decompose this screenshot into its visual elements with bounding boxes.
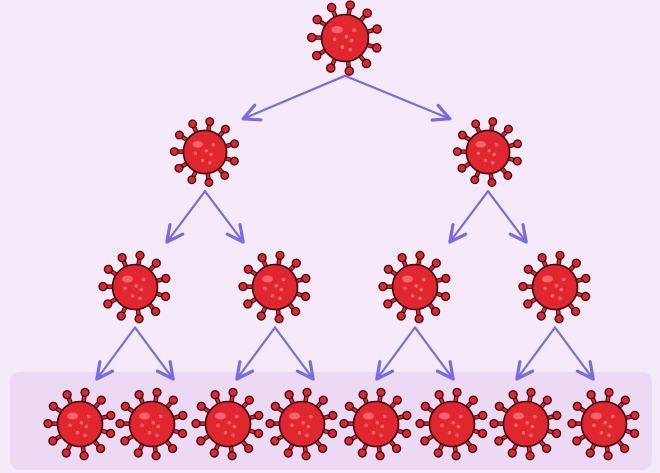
arrow-L3-4-left bbox=[515, 326, 557, 381]
virus-icon-level-2-1 bbox=[169, 117, 240, 187]
virus-icon-level-4-3 bbox=[191, 387, 264, 461]
bottom-band bbox=[10, 372, 652, 470]
arrow-L3-1-left bbox=[95, 326, 137, 381]
virus-icon-level-4-4 bbox=[265, 387, 338, 461]
arrow-L1-1-left bbox=[241, 74, 347, 122]
arrow-L3-3-left bbox=[375, 326, 417, 381]
virus-icon-level-3-2 bbox=[238, 250, 311, 324]
arrow-L2-2-left bbox=[448, 190, 490, 244]
arrow-L3-4-right bbox=[553, 326, 595, 381]
arrow-L1-1-right bbox=[343, 74, 452, 122]
arrows-layer bbox=[95, 74, 595, 381]
arrow-L2-1-left bbox=[165, 190, 207, 244]
virus-icon-level-3-3 bbox=[378, 250, 451, 324]
virus-icon-level-4-1 bbox=[43, 387, 116, 461]
arrow-L3-2-right bbox=[273, 326, 315, 381]
virus-layer bbox=[43, 0, 640, 461]
virus-icon-level-3-1 bbox=[98, 250, 171, 324]
arrow-L3-3-right bbox=[413, 326, 455, 381]
virus-icon-level-2-2 bbox=[452, 117, 523, 187]
arrow-L2-2-right bbox=[486, 190, 528, 244]
arrow-L2-1-right bbox=[203, 190, 245, 244]
virus-icon-level-4-7 bbox=[489, 387, 562, 461]
virus-icon-level-3-4 bbox=[518, 250, 591, 324]
virus-icon-level-4-5 bbox=[339, 387, 412, 461]
arrow-L3-2-left bbox=[235, 326, 277, 381]
virus-icon-level-1-1 bbox=[306, 0, 382, 76]
virus-icon-level-4-6 bbox=[415, 387, 488, 461]
arrow-L3-1-right bbox=[133, 326, 175, 381]
virus-icon-level-4-8 bbox=[567, 387, 640, 461]
virus-icon-level-4-2 bbox=[115, 387, 188, 461]
